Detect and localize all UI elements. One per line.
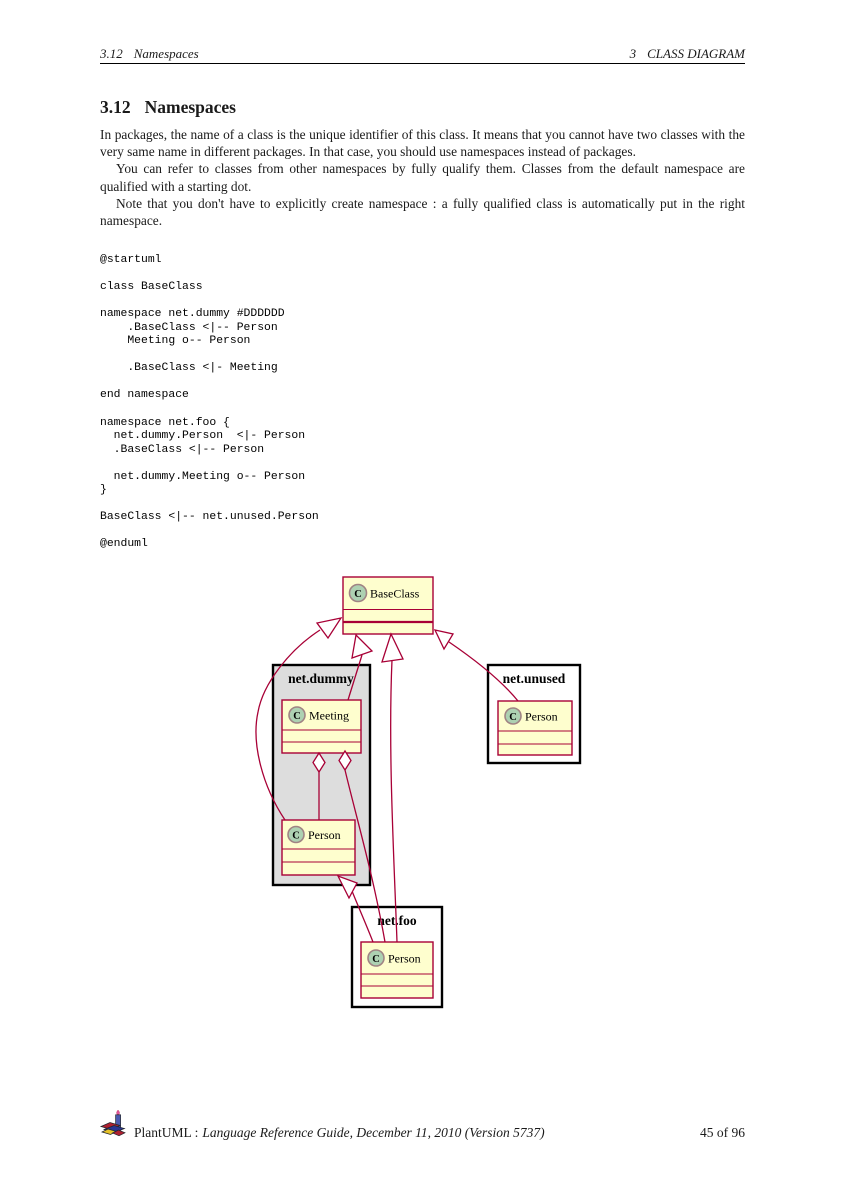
class-spot-icon: [287, 825, 305, 844]
edge-meeting-extends-baseclass: [347, 654, 363, 701]
class-baseclass: C BaseClass: [342, 576, 434, 635]
class-spot-letter: C: [293, 711, 301, 722]
class-spot-icon: [288, 706, 306, 724]
edge-foo-person-extends-baseclass: [390, 659, 398, 943]
inheritance-arrowhead: [315, 617, 343, 640]
section-heading: 3.12 Namespaces: [100, 97, 236, 118]
class-spot-letter: C: [509, 712, 517, 723]
class-person-foo-name: Person: [388, 952, 421, 966]
class-person-foo: C Person: [360, 941, 434, 999]
class-spot-letter: C: [372, 954, 380, 965]
class-spot-icon: [367, 949, 385, 967]
package-net-foo-label: net.foo: [377, 913, 417, 928]
footer-text: PlantUML :Language Reference Guide, Dece…: [134, 1125, 545, 1141]
plantuml-logo-icon: [99, 1109, 127, 1142]
header-right: 3 CLASS DIAGRAM: [630, 46, 745, 62]
class-person-unused-name: Person: [525, 710, 558, 724]
class-spot-letter: C: [292, 830, 300, 841]
class-baseclass-name: BaseClass: [370, 587, 420, 601]
header-rule: [100, 63, 745, 64]
section-number: 3.12: [100, 97, 131, 117]
class-person-unused: C Person: [497, 700, 573, 756]
edge-dummy-person-extends-baseclass: [255, 629, 321, 821]
plantuml-code-listing: @startuml class BaseClass namespace net.…: [100, 254, 319, 551]
header-right-title: CLASS DIAGRAM: [647, 46, 745, 61]
class-person-dummy: C Person: [281, 819, 356, 876]
header-left-title: Namespaces: [133, 46, 199, 61]
uml-class-diagram: net.dummy net.unused net.foo C BaseClass…: [255, 572, 595, 1012]
class-spot-icon: [348, 583, 368, 603]
footer-page-number: 45 of 96: [700, 1125, 745, 1140]
edge-foo-person-extends-dummy-person: [351, 890, 374, 943]
inheritance-arrowhead: [336, 874, 358, 900]
header-left-number: 3.12: [100, 46, 123, 61]
edge-meeting-aggregates-foo-person: [344, 769, 386, 943]
uml-class-diagram-svg: net.dummy net.unused net.foo C BaseClass…: [255, 576, 582, 1009]
paragraph-1: In packages, the name of a class is the …: [100, 127, 745, 160]
header-right-number: 3: [629, 46, 637, 61]
class-spot-letter: C: [354, 589, 362, 600]
section-title: Namespaces: [144, 97, 236, 117]
class-spot-icon: [504, 707, 522, 725]
inheritance-arrowhead: [381, 632, 404, 663]
edge-unused-person-extends-baseclass: [448, 641, 519, 702]
page-footer: PlantUML :Language Reference Guide, Dece…: [99, 1109, 745, 1144]
inheritance-arrowhead: [433, 629, 455, 651]
class-meeting: C Meeting: [281, 699, 362, 754]
paragraph-2: You can refer to classes from other name…: [100, 161, 745, 194]
package-net-unused-label: net.unused: [503, 671, 566, 686]
header-left: 3.12 Namespaces: [100, 46, 199, 62]
footer-doc-title: Language Reference Guide, December 11, 2…: [202, 1125, 545, 1140]
paragraph-3: Note that you don't have to explicitly c…: [100, 195, 745, 229]
class-person-dummy-name: Person: [308, 828, 341, 842]
inheritance-arrowhead: [351, 633, 374, 659]
aggregation-diamond-icon: [338, 749, 352, 772]
body-text: In packages, the name of a class is the …: [100, 126, 745, 229]
aggregation-diamond-icon: [312, 751, 326, 774]
class-meeting-name: Meeting: [309, 709, 349, 723]
footer-brand: PlantUML :: [134, 1125, 199, 1140]
package-net-dummy-label: net.dummy: [288, 671, 354, 686]
